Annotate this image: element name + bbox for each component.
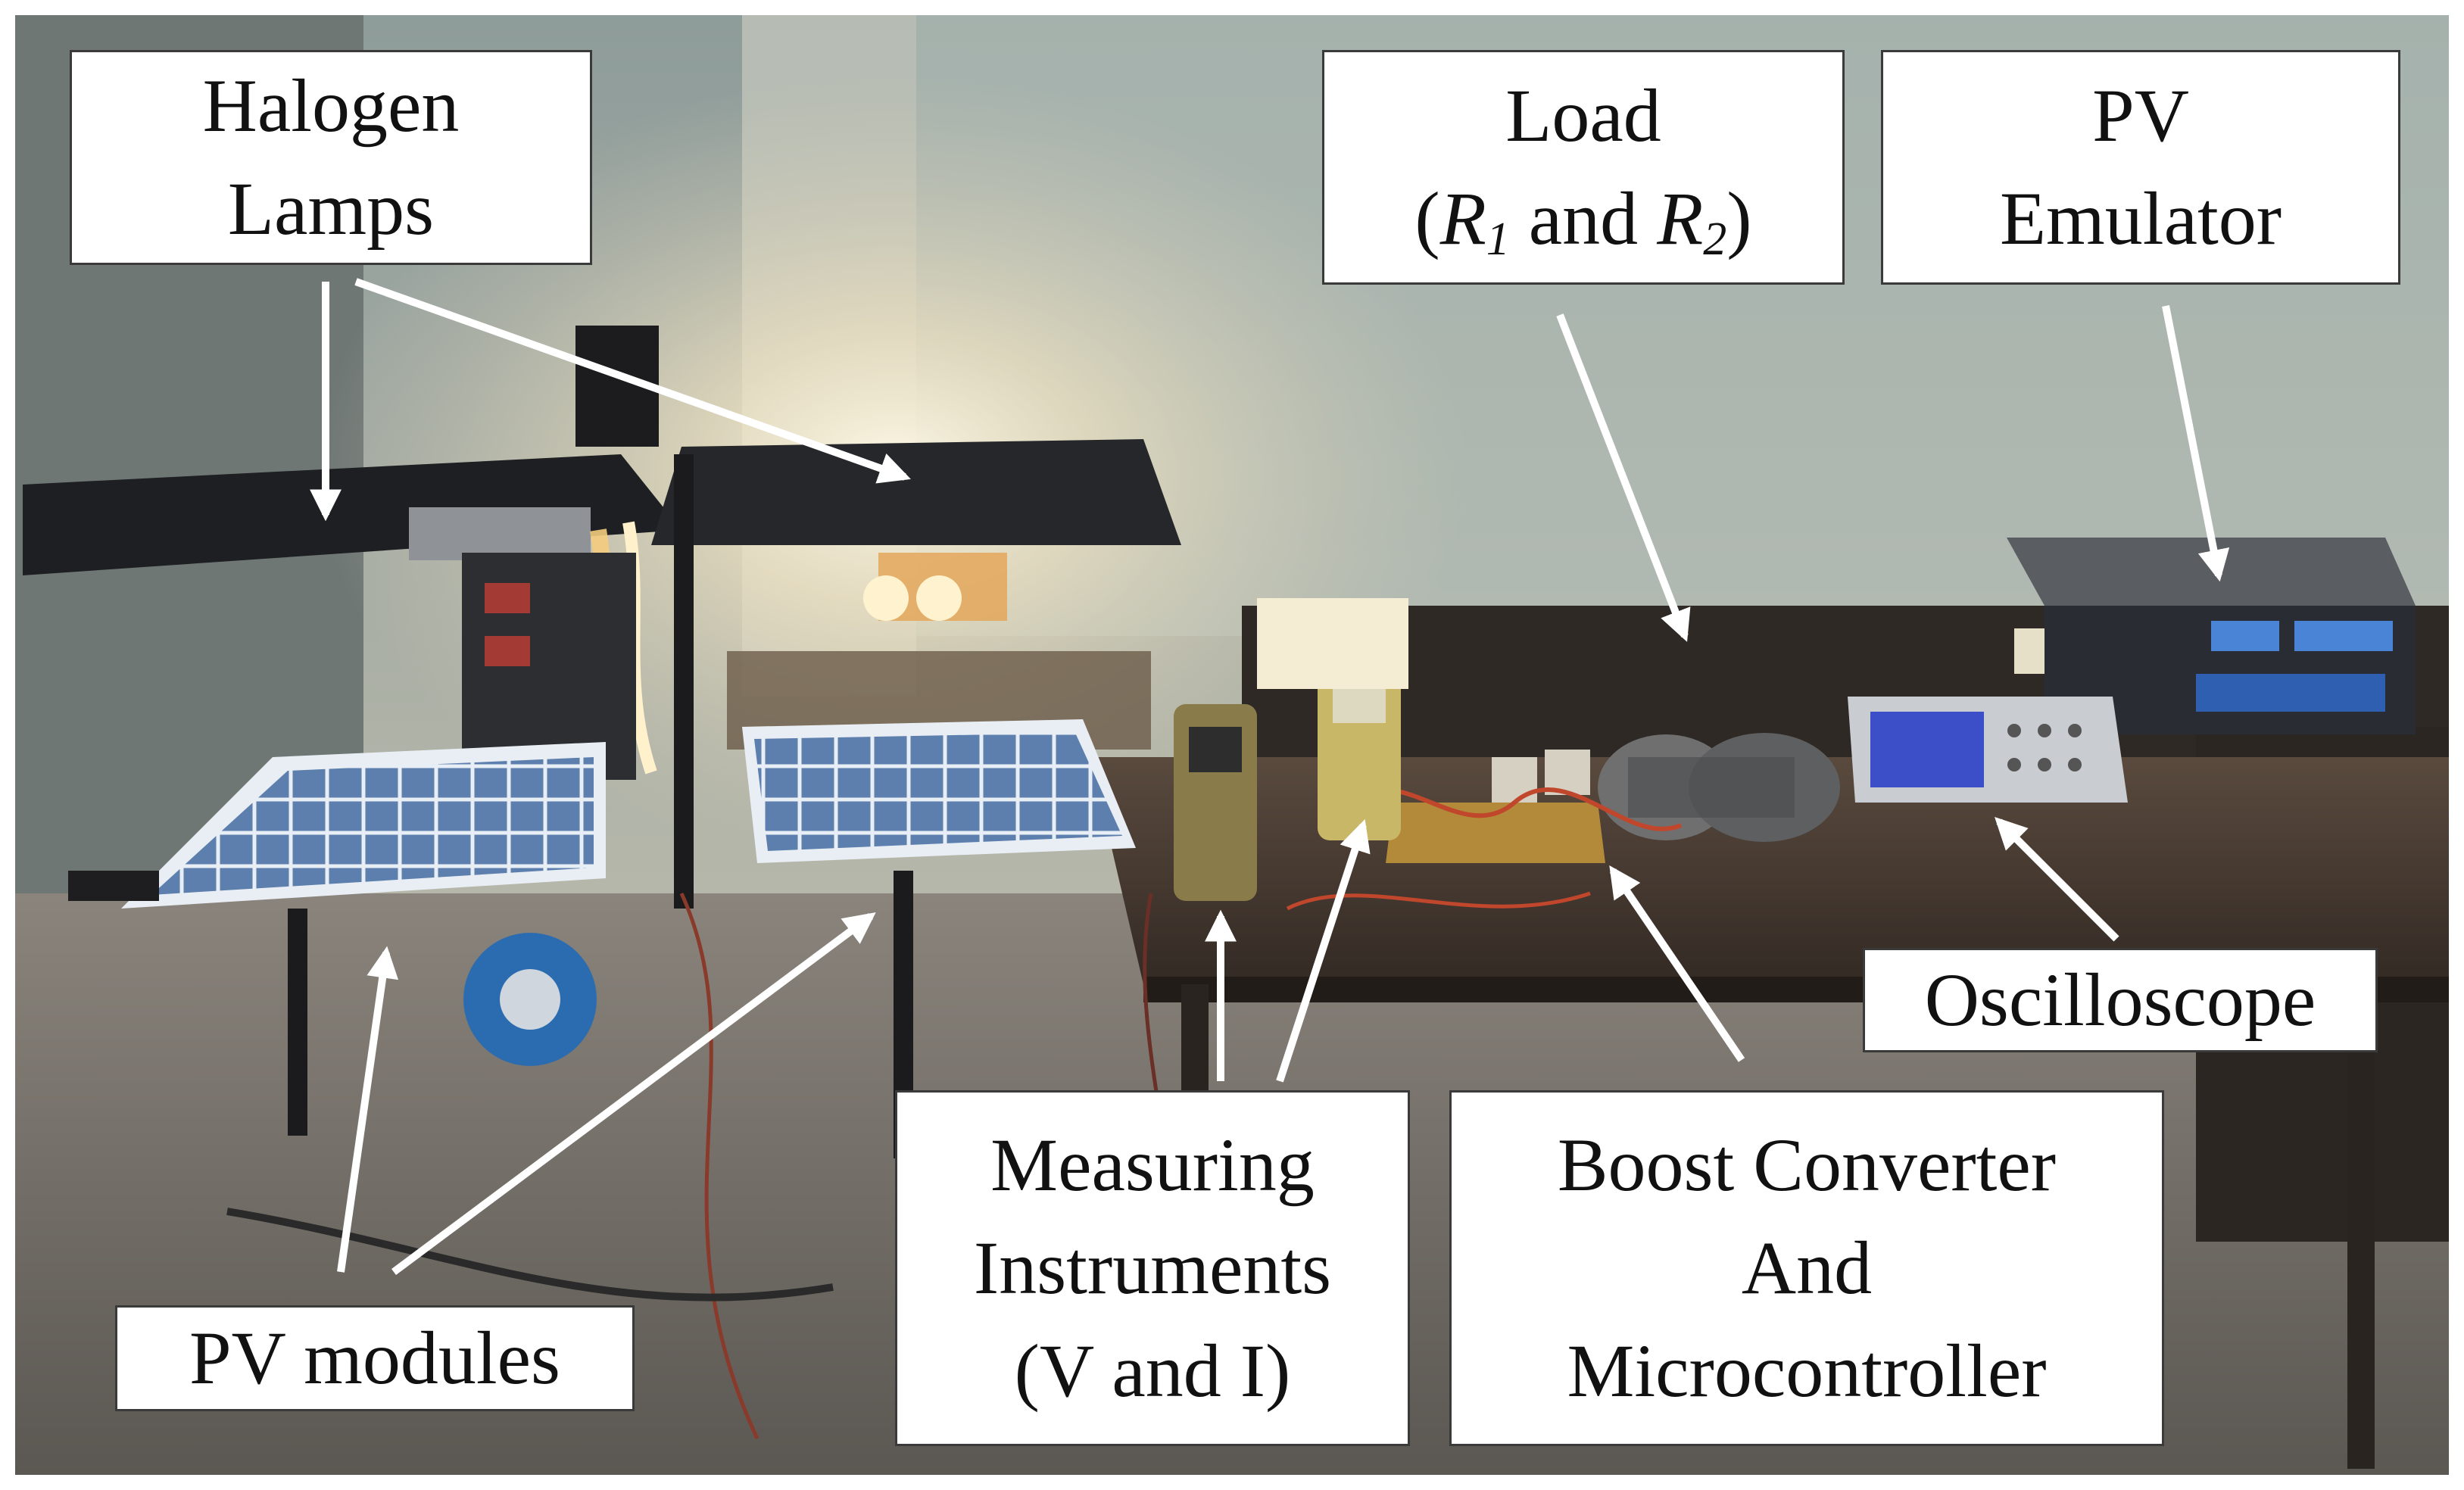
label-line: Boost Converter — [1557, 1123, 2057, 1207]
label-line: Oscilloscope — [1924, 958, 2316, 1042]
label-line: And — [1741, 1226, 1873, 1310]
label-boost-converter: Boost Converter And Microcontroller — [1449, 1090, 2164, 1446]
annotation-arrows — [310, 278, 2230, 1276]
label-line: Microcontroller — [1567, 1329, 2047, 1413]
arrow-halogen-right — [354, 278, 911, 484]
label-line: Halogen — [202, 64, 460, 148]
arrow-boost — [1609, 865, 1745, 1062]
resistor-subscript: 2 — [1703, 214, 1727, 265]
label-load: Load (R1 and R2) — [1322, 50, 1845, 285]
label-pv-modules: PV modules — [115, 1305, 635, 1411]
load-resistors — [1598, 733, 1840, 842]
label-measuring-instruments: Measuring Instruments (V and I) — [895, 1090, 1410, 1446]
halogen-lamp-fixtures — [23, 326, 1181, 909]
label-load-resistors: (R1 and R2) — [1414, 167, 1751, 270]
arrow-pv-right — [391, 912, 876, 1276]
label-line: PV — [2092, 73, 2189, 157]
label-line: Lamps — [227, 167, 435, 251]
label-line: Instruments — [973, 1226, 1332, 1310]
paren-open: ( — [1414, 176, 1440, 260]
resistor-symbol: R — [1657, 176, 1704, 260]
label-line: Load — [1505, 73, 1661, 157]
label-oscilloscope: Oscilloscope — [1863, 948, 2378, 1052]
label-line: (V and I) — [1014, 1329, 1291, 1413]
arrow-load — [1556, 313, 1691, 642]
control-box — [462, 553, 636, 780]
conjunction: and — [1509, 176, 1658, 260]
label-line: Measuring — [990, 1123, 1315, 1207]
arrow-oscilloscope — [1995, 817, 2119, 942]
paren-close: ) — [1726, 176, 1752, 260]
resistor-subscript: 1 — [1486, 214, 1510, 265]
label-line: Emulator — [1999, 176, 2282, 260]
arrow-pv-emulator — [2162, 305, 2230, 582]
label-line: PV modules — [189, 1316, 560, 1400]
resistor-symbol: R — [1439, 176, 1486, 260]
label-halogen-lamps: Halogen Lamps — [70, 50, 592, 265]
arrow-pv-left — [337, 946, 399, 1273]
oscilloscope-device — [1848, 697, 2128, 803]
label-pv-emulator: PV Emulator — [1881, 50, 2400, 285]
multimeters — [1174, 598, 1408, 901]
arrow-measuring-right — [1276, 819, 1371, 1083]
pv-panels — [68, 719, 1136, 1158]
